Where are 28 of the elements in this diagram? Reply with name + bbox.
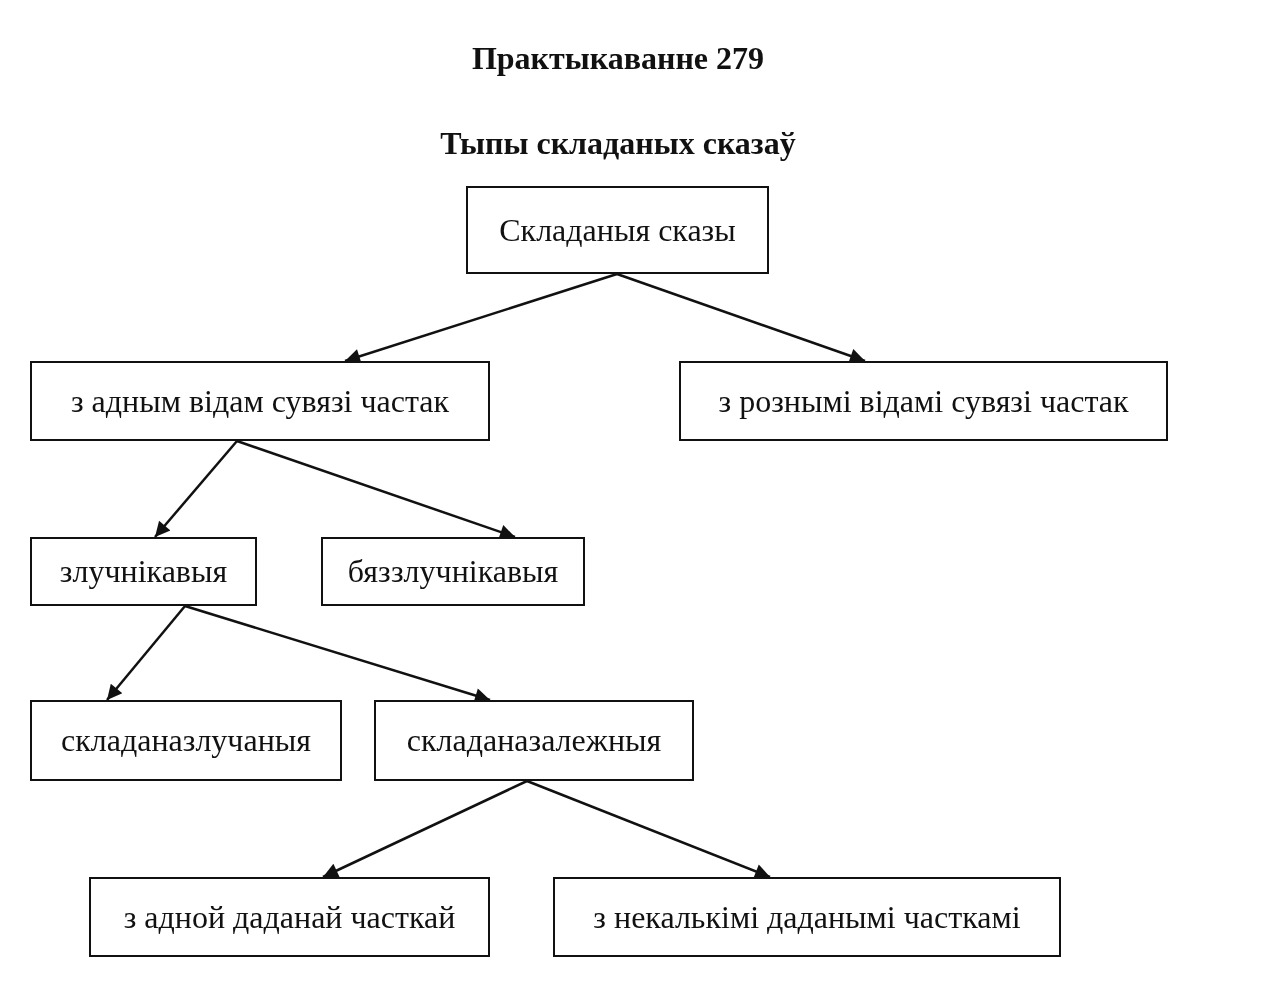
node-text: з рознымі відамі сувязі частак — [718, 382, 1129, 420]
category-box — [30, 700, 342, 781]
category-box — [89, 877, 490, 957]
arrow — [106, 605, 186, 701]
node-text: з некалькімі даданымі часткамі — [593, 898, 1021, 936]
node-text: складаназалежныя — [406, 722, 662, 759]
node-text: Складаныя сказы — [499, 211, 736, 249]
category-box — [466, 186, 769, 274]
node-text: з адным відам сувязі частак — [70, 382, 450, 420]
category-box — [321, 537, 585, 606]
category-box — [679, 361, 1168, 441]
arrow — [526, 779, 771, 879]
category-box — [374, 700, 694, 781]
arrow — [344, 272, 618, 364]
category-box — [30, 537, 257, 606]
arrow — [616, 272, 866, 364]
node-text: складаназлучаныя — [61, 722, 311, 759]
category-box — [30, 361, 490, 441]
arrow — [154, 440, 238, 538]
arrow — [322, 779, 528, 879]
category-box — [553, 877, 1061, 957]
title: Практыкаванне 279 — [471, 40, 765, 77]
node-text: з адной даданай часткай — [123, 898, 456, 936]
node-text: бяззлучнікавыя — [347, 553, 559, 590]
node-text: злучнікавыя — [59, 553, 228, 590]
arrow — [184, 604, 491, 703]
subtitle: Тыпы складаных сказаў — [440, 125, 796, 162]
arrow — [236, 439, 516, 540]
